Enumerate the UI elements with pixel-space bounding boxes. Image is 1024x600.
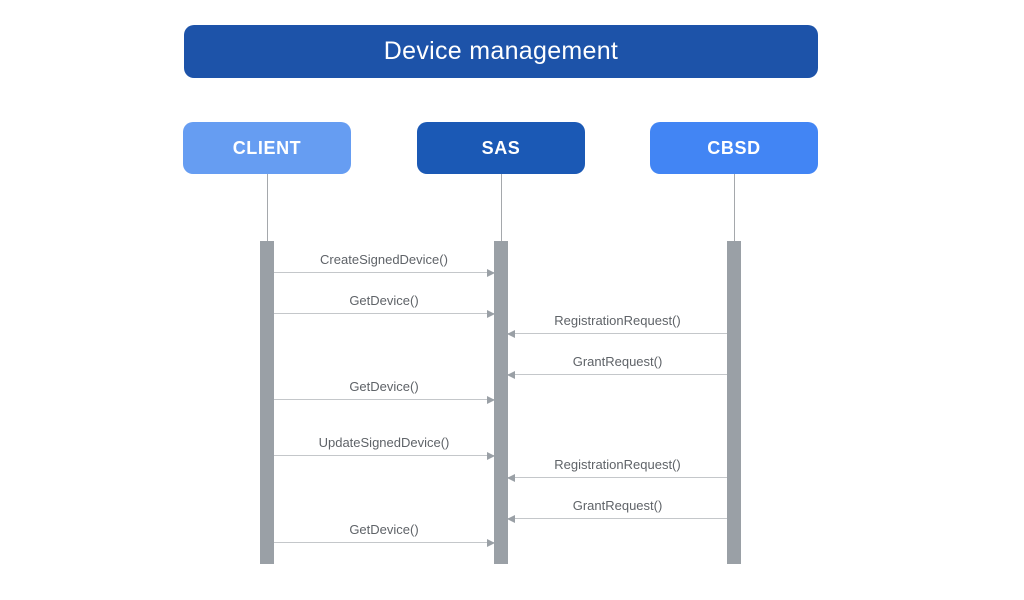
message-line — [508, 333, 727, 334]
message-line — [508, 518, 727, 519]
arrowhead-left-icon — [507, 473, 515, 482]
message-label: GetDevice() — [349, 293, 419, 308]
actor-box-sas: SAS — [417, 122, 585, 174]
actor-box-cbsd: CBSD — [650, 122, 818, 174]
actor-label-cbsd: CBSD — [707, 137, 761, 158]
message-label: UpdateSignedDevice() — [318, 435, 450, 450]
actor-label-client: CLIENT — [232, 137, 302, 158]
message-line — [274, 542, 494, 543]
message-label: GrantRequest() — [572, 354, 663, 369]
actor-label-sas: SAS — [481, 137, 521, 158]
lifeline-cbsd — [733, 174, 735, 242]
message-line — [508, 374, 727, 375]
activation-bar-sas — [494, 241, 508, 564]
arrowhead-left-icon — [507, 370, 515, 379]
message-line — [274, 272, 494, 273]
lifeline-client — [266, 174, 268, 242]
arrowhead-left-icon — [507, 514, 515, 523]
message-label: CreateSignedDevice() — [320, 252, 448, 267]
diagram-title-bar: Device management — [184, 25, 818, 78]
arrowhead-right-icon — [487, 268, 495, 277]
lifeline-sas — [500, 174, 502, 242]
message-label: RegistrationRequest() — [554, 457, 681, 472]
activation-bar-client — [260, 241, 274, 564]
actor-box-client: CLIENT — [183, 122, 351, 174]
message-line — [508, 477, 727, 478]
activation-bar-cbsd — [727, 241, 741, 564]
message-line — [274, 313, 494, 314]
message-label: GrantRequest() — [572, 498, 663, 513]
message-label: RegistrationRequest() — [554, 313, 681, 328]
arrowhead-right-icon — [487, 395, 495, 404]
message-line — [274, 399, 494, 400]
diagram-title: Device management — [383, 37, 619, 65]
arrowhead-right-icon — [487, 451, 495, 460]
arrowhead-right-icon — [487, 538, 495, 547]
arrowhead-right-icon — [487, 309, 495, 318]
message-label: GetDevice() — [349, 379, 419, 394]
message-label: GetDevice() — [349, 522, 419, 537]
message-line — [274, 455, 494, 456]
arrowhead-left-icon — [507, 329, 515, 338]
